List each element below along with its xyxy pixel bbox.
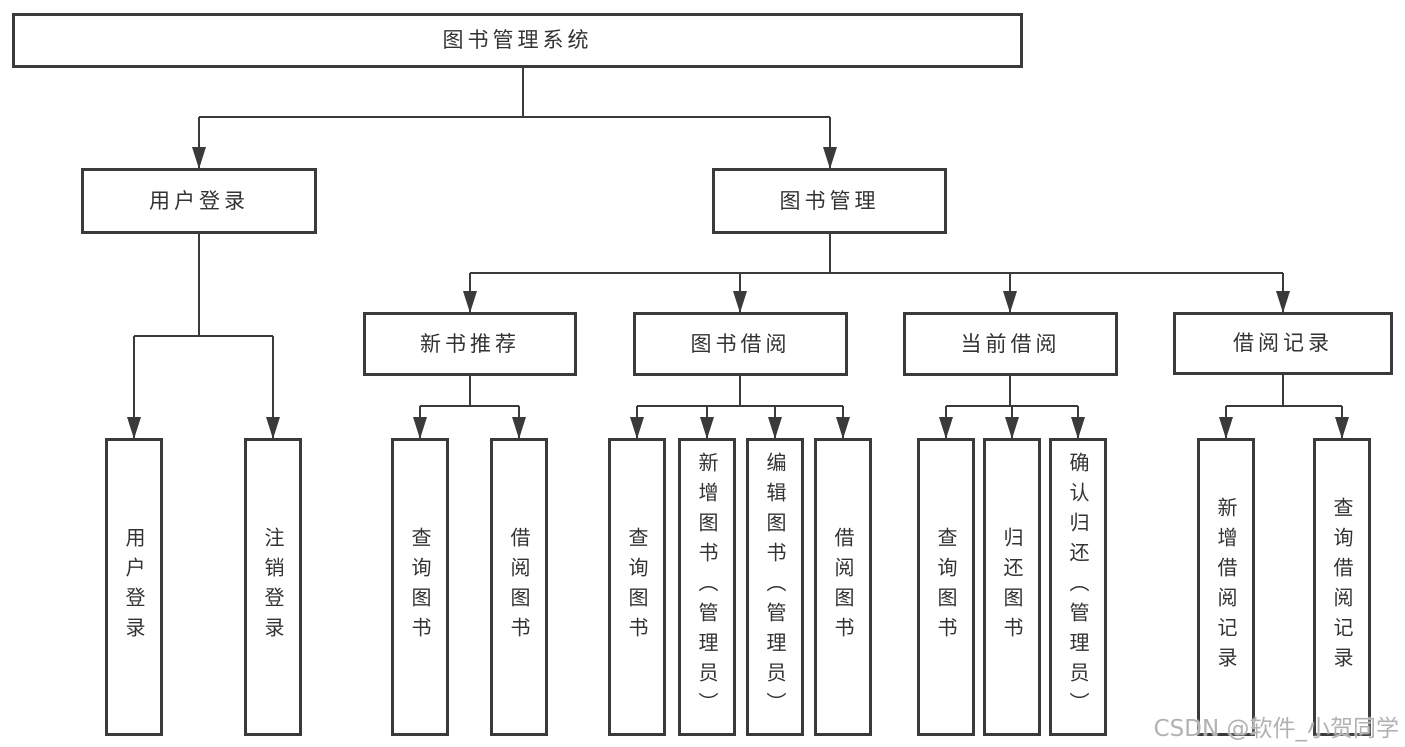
leaf-logout-label: 注销登录 xyxy=(261,527,285,647)
node-current-borrow-label: 当前借阅 xyxy=(960,331,1061,356)
leaf-bb-query-books: 查询图书 xyxy=(608,438,666,736)
edge-root-to-level2 xyxy=(192,68,837,169)
node-book-management-label: 图书管理 xyxy=(779,188,880,213)
leaf-br-query-record-label: 查询借阅记录 xyxy=(1330,497,1354,677)
leaf-bb-add-books-admin: 新增图书（管理员） xyxy=(678,438,736,736)
leaf-br-add-record-label: 新增借阅记录 xyxy=(1214,497,1238,677)
leaf-bb-borrow-books-label: 借阅图书 xyxy=(831,527,855,647)
node-borrow-records-label: 借阅记录 xyxy=(1233,331,1333,355)
node-current-borrow: 当前借阅 xyxy=(903,312,1118,376)
node-library-system: 图书管理系统 xyxy=(12,13,1023,68)
leaf-cb-confirm-return-admin: 确认归还（管理员） xyxy=(1049,438,1107,736)
node-borrow-records: 借阅记录 xyxy=(1173,312,1393,375)
leaf-bb-query-books-label: 查询图书 xyxy=(625,527,649,647)
leaf-bb-edit-books-admin-label: 编辑图书（管理员） xyxy=(763,452,787,722)
leaf-nb-query-books: 查询图书 xyxy=(391,438,449,736)
node-new-book-recommend-label: 新书推荐 xyxy=(420,331,520,356)
node-user-login-label: 用户登录 xyxy=(149,188,249,213)
leaf-nb-borrow-books: 借阅图书 xyxy=(490,438,548,736)
csdn-watermark: CSDN @软件_小贺同学 xyxy=(1153,716,1399,742)
leaf-cb-query-books: 查询图书 xyxy=(917,438,975,736)
edge-book-borrow-to-leaves xyxy=(630,376,850,439)
node-library-system-label: 图书管理系统 xyxy=(442,28,593,52)
node-user-login: 用户登录 xyxy=(81,168,317,234)
node-new-book-recommend: 新书推荐 xyxy=(363,312,577,376)
edge-new-book-recommend-to-leaves xyxy=(413,376,526,439)
leaf-bb-edit-books-admin: 编辑图书（管理员） xyxy=(746,438,804,736)
node-book-borrow-label: 图书借阅 xyxy=(690,331,791,356)
leaf-br-query-record: 查询借阅记录 xyxy=(1313,438,1371,736)
edge-user-login-to-leaves xyxy=(127,234,280,439)
edge-book-management-to-level3 xyxy=(463,234,1290,313)
leaf-bb-add-books-admin-label: 新增图书（管理员） xyxy=(695,452,719,722)
edge-borrow-records-to-leaves xyxy=(1219,375,1349,439)
leaf-br-add-record: 新增借阅记录 xyxy=(1197,438,1255,736)
node-book-borrow: 图书借阅 xyxy=(633,312,848,376)
edge-current-borrow-to-leaves xyxy=(939,376,1085,439)
leaf-cb-return-books-label: 归还图书 xyxy=(1000,527,1024,647)
node-book-management: 图书管理 xyxy=(712,168,947,234)
leaf-cb-return-books: 归还图书 xyxy=(983,438,1041,736)
leaf-nb-query-books-label: 查询图书 xyxy=(408,527,432,647)
leaf-user-login: 用户登录 xyxy=(105,438,163,736)
leaf-nb-borrow-books-label: 借阅图书 xyxy=(507,527,531,647)
leaf-logout: 注销登录 xyxy=(244,438,302,736)
leaf-cb-confirm-return-admin-label: 确认归还（管理员） xyxy=(1066,452,1090,722)
leaf-user-login-label: 用户登录 xyxy=(122,527,146,647)
leaf-bb-borrow-books: 借阅图书 xyxy=(814,438,872,736)
leaf-cb-query-books-label: 查询图书 xyxy=(934,527,958,647)
